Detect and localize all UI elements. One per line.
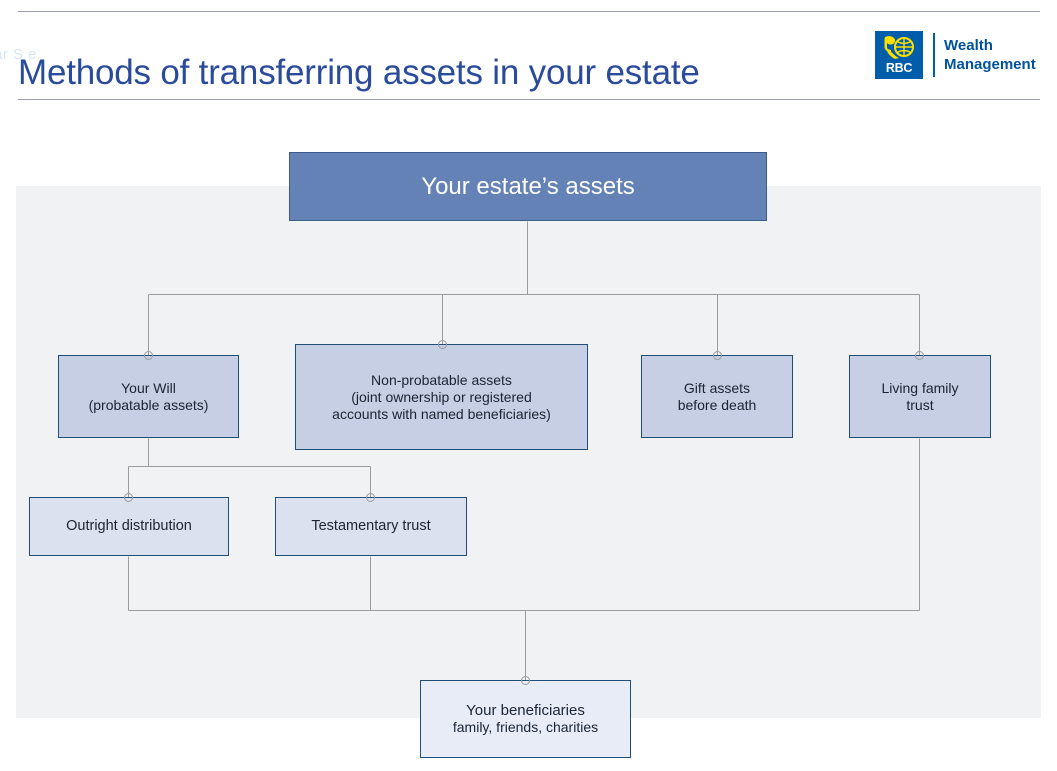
connector-dot-gift-assets <box>713 351 722 360</box>
page-header: ar S e Methods of transferring assets in… <box>0 0 1057 100</box>
node-gift-sublabel: before death <box>677 396 757 413</box>
rbc-lion-globe-icon <box>884 36 914 59</box>
connector-dot-testamentary-trust <box>366 493 375 502</box>
node-non-probatable-assets[interactable]: Non-probatable assets (joint ownership o… <box>295 344 588 450</box>
rbc-shield-icon: RBC <box>875 31 923 79</box>
connector-dot-non-probatable <box>438 340 447 349</box>
diagram-background-panel <box>16 186 1041 718</box>
node-outright-label: Outright distribution <box>66 518 192 534</box>
rbc-wordmark: RBC <box>885 61 913 75</box>
rbc-wealth-management-logo: RBC Wealth Management <box>875 31 1036 79</box>
node-root-label: Your estate’s assets <box>421 172 635 200</box>
node-nonprobatable-sublabel-1: (joint ownership or registered <box>351 388 532 405</box>
node-outright-distribution[interactable]: Outright distribution <box>29 497 229 556</box>
connector-dot-outright-distribution <box>124 493 133 502</box>
node-will-label: Your Will <box>121 379 176 396</box>
node-testamentary-label: Testamentary trust <box>311 518 431 534</box>
node-living-family-trust[interactable]: Living family trust <box>849 355 991 438</box>
node-beneficiaries-sublabel: family, friends, charities <box>452 719 599 735</box>
connector-lines <box>128 221 920 681</box>
brand-line-2: Management <box>944 56 1036 73</box>
connector-dot-living-trust <box>915 351 924 360</box>
brand-name: Wealth Management <box>944 36 1036 74</box>
node-testamentary-trust[interactable]: Testamentary trust <box>275 497 467 556</box>
connector-dot-beneficiaries <box>521 676 530 685</box>
brand-divider <box>933 33 935 77</box>
node-your-beneficiaries[interactable]: Your beneficiaries family, friends, char… <box>420 680 631 758</box>
connector-dot-your-will <box>144 351 153 360</box>
node-will-sublabel: (probatable assets) <box>88 396 209 413</box>
node-nonprobatable-label: Non-probatable assets <box>371 371 512 388</box>
node-gift-assets-before-death[interactable]: Gift assets before death <box>641 355 793 438</box>
header-top-divider <box>18 11 1040 12</box>
header-bottom-divider <box>18 99 1040 100</box>
watermark-ghost-text: ar S e <box>0 46 38 63</box>
brand-line-1: Wealth <box>944 37 993 54</box>
estate-transfer-flowchart: Your estate’s assets Your Will (probatab… <box>0 100 1057 771</box>
node-beneficiaries-label: Your beneficiaries <box>466 702 585 719</box>
node-living-trust-label: Living family <box>881 379 959 396</box>
node-living-trust-sublabel: trust <box>906 396 934 413</box>
page-title: Methods of transferring assets in your e… <box>18 53 700 93</box>
node-your-will[interactable]: Your Will (probatable assets) <box>58 355 239 438</box>
node-gift-label: Gift assets <box>683 379 751 396</box>
node-your-estates-assets[interactable]: Your estate’s assets <box>289 152 767 221</box>
node-nonprobatable-sublabel-2: accounts with named beneficiaries) <box>332 405 551 422</box>
